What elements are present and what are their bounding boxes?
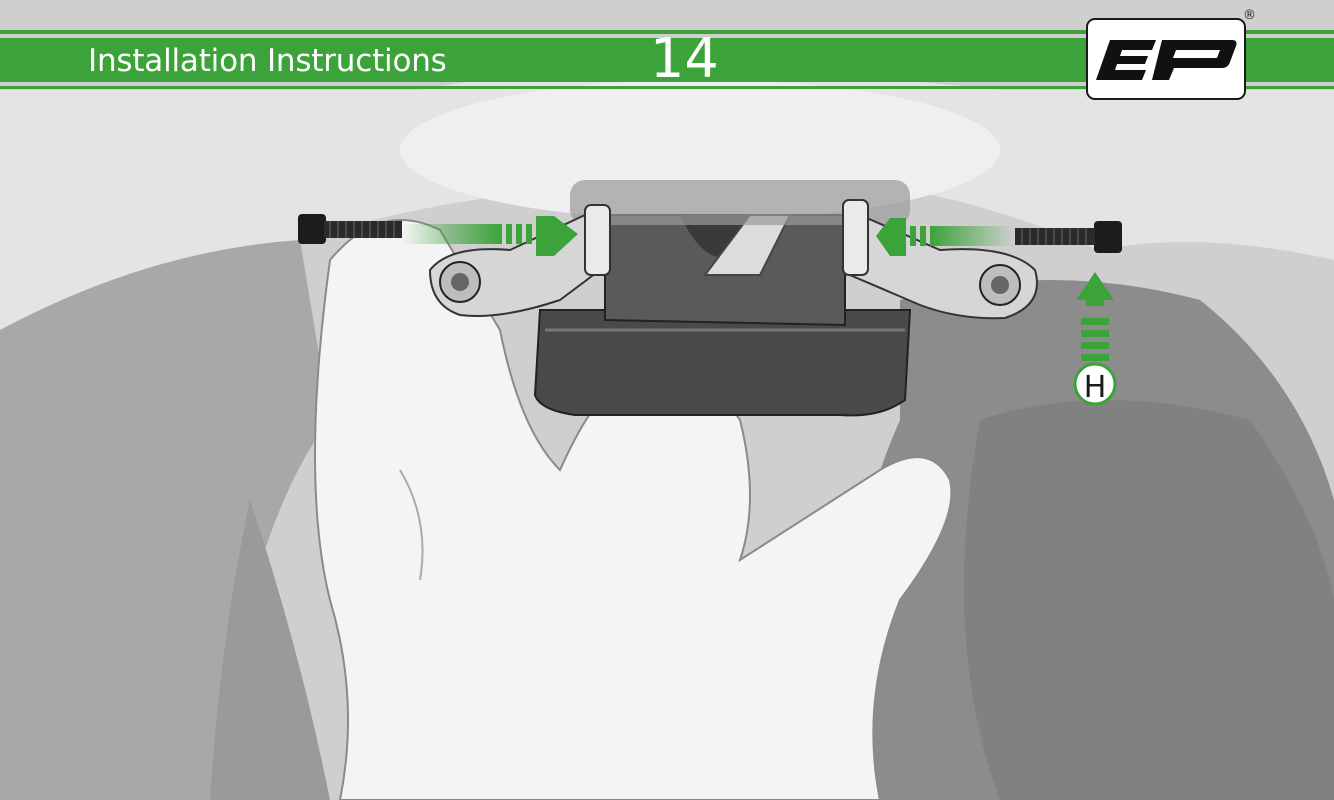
page-title: Installation Instructions: [88, 40, 447, 82]
mounting-plate: [535, 310, 910, 415]
registered-mark: ®: [1243, 8, 1256, 23]
callout-label: H: [1084, 370, 1107, 405]
page-number: 14: [650, 30, 719, 88]
ep-logo-icon: [1086, 18, 1246, 100]
